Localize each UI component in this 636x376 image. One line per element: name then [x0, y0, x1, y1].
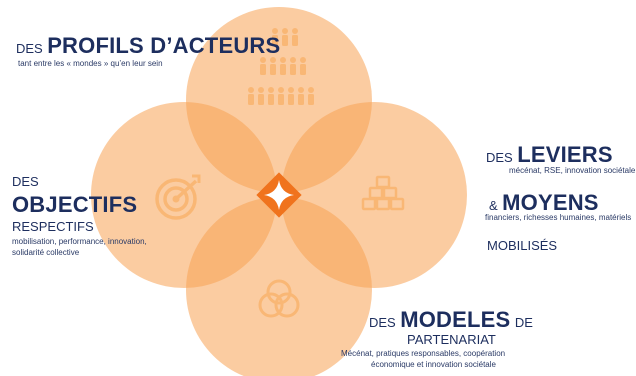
- right-detail2: financiers, richesses humaines, matériel…: [485, 213, 632, 222]
- left-detail-line2: solidarité collective: [12, 248, 80, 257]
- right-connector: &: [489, 198, 498, 213]
- left-title: OBJECTIFS: [12, 192, 138, 217]
- petal-bottom: [186, 197, 372, 376]
- bottom-prefix: DES: [369, 315, 396, 330]
- people-group-icon: [248, 28, 314, 105]
- left-prefix: DES: [12, 174, 39, 189]
- top-subtitle: tant entre les « mondes » qu’en leur sei…: [18, 59, 163, 68]
- right-title2: MOYENS: [502, 190, 599, 215]
- target-icon: [155, 174, 201, 220]
- right-suffix: MOBILISÉS: [487, 238, 558, 253]
- bottom-suffix-word: DE: [514, 315, 533, 330]
- right-heading2: & MOYENS: [489, 190, 599, 215]
- bottom-line2: PARTENARIAT: [407, 332, 496, 347]
- bottom-heading: DES MODELES DE: [369, 307, 533, 332]
- top-prefix: DES: [16, 41, 43, 56]
- bottom-detail-line2: économique et innovation sociétale: [371, 360, 496, 369]
- star-icon: [264, 180, 294, 210]
- bottom-title: MODELES: [400, 307, 511, 332]
- right-prefix: DES: [486, 150, 513, 165]
- top-title: PROFILS D’ACTEURS: [47, 33, 281, 58]
- bottom-detail-line1: Mécénat, pratiques responsables, coopéra…: [341, 349, 506, 358]
- stacked-blocks-icon: [361, 175, 405, 211]
- top-heading: DES PROFILS D’ACTEURS: [16, 33, 281, 58]
- left-suffix: RESPECTIFS: [12, 219, 94, 234]
- left-detail-line1: mobilisation, performance, innovation,: [12, 237, 147, 246]
- overlapping-circles-icon: [258, 279, 300, 318]
- right-detail: mécénat, RSE, innovation sociétale: [509, 166, 636, 175]
- right-title: LEVIERS: [517, 142, 613, 167]
- center-node: [256, 172, 302, 218]
- right-heading: DES LEVIERS: [486, 142, 613, 167]
